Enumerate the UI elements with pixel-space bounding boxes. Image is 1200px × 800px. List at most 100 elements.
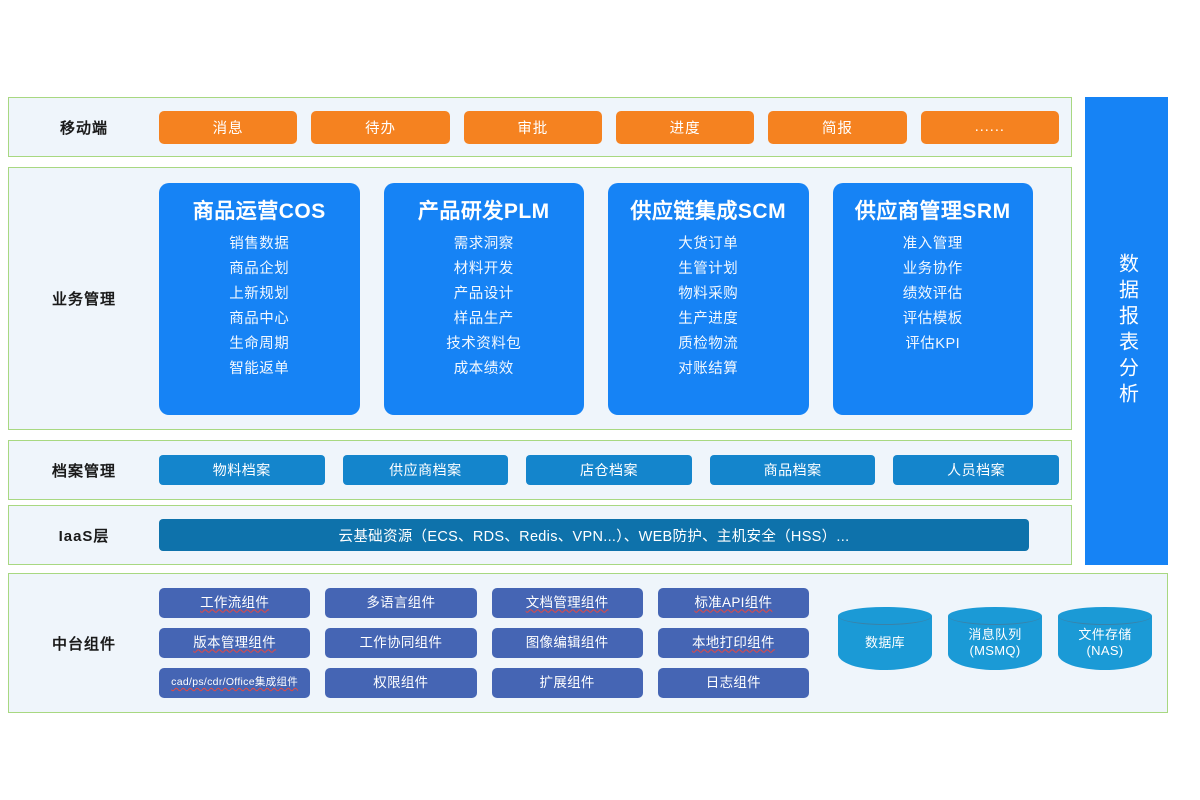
card-item[interactable]: 大货订单 <box>678 235 739 252</box>
card-item[interactable]: 准入管理 <box>902 235 963 252</box>
component-label: 工作协同组件 <box>359 634 443 650</box>
component-version-management[interactable]: 版本管理组件 <box>159 628 311 658</box>
card-item[interactable]: 产品设计 <box>453 285 514 302</box>
component-image-editing[interactable]: 图像编辑组件 <box>491 628 643 658</box>
cylinder-body <box>1058 616 1152 670</box>
component-label: 文档管理组件 <box>525 594 609 610</box>
card-title-scm: 供应链集成SCM <box>630 199 787 223</box>
card-item[interactable]: 评估模板 <box>902 310 963 327</box>
band-label-iaas: IaaS层 <box>58 527 110 545</box>
cylinder-label-line2: (NAS) <box>1086 643 1124 658</box>
cylinder-body <box>948 616 1042 670</box>
cylinder-label-line1: 数据库 <box>865 635 905 650</box>
cylinder-label-group: 消息队列 (MSMQ) <box>948 607 1042 679</box>
card-item[interactable]: 技术资料包 <box>446 335 522 352</box>
band-label-middle-platform-components: 中台组件 <box>51 635 116 653</box>
cylinder-label-line1: 文件存储 <box>1078 627 1132 642</box>
mobile-item-todo[interactable]: 待办 <box>311 110 450 144</box>
card-item[interactable]: 材料开发 <box>453 260 514 277</box>
component-office-integration[interactable]: cad/ps/cdr/Office集成组件 <box>159 668 311 698</box>
band-business-management: 业务管理 商品运营COS 销售数据 商品企划 上新规划 商品中心 生命周期 智能… <box>8 167 1072 430</box>
component-multilanguage[interactable]: 多语言组件 <box>325 588 477 618</box>
business-card-row: 商品运营COS 销售数据 商品企划 上新规划 商品中心 生命周期 智能返单 产品… <box>159 182 1071 415</box>
band-label-mobile: 移动端 <box>59 119 108 137</box>
card-title-srm: 供应商管理SRM <box>854 199 1011 223</box>
mobile-pill-row: 消息 待办 审批 进度 简报 ...... <box>159 110 1071 144</box>
band-iaas: IaaS层 云基础资源（ECS、RDS、Redis、VPN...）、WEB防护、… <box>8 505 1072 565</box>
mobile-item-message[interactable]: 消息 <box>159 110 298 144</box>
component-label: 图像编辑组件 <box>525 634 609 650</box>
band-archive-management: 档案管理 物料档案 供应商档案 店仓档案 商品档案 人员档案 <box>8 440 1072 500</box>
cylinder-label-line1: 消息队列 <box>968 627 1022 642</box>
component-label: 标准API组件 <box>694 594 773 610</box>
component-work-collaboration[interactable]: 工作协同组件 <box>325 628 477 658</box>
card-plm[interactable]: 产品研发PLM 需求洞察 材料开发 产品设计 样品生产 技术资料包 成本绩效 <box>383 182 584 415</box>
component-local-printing[interactable]: 本地打印组件 <box>657 628 809 658</box>
component-permission[interactable]: 权限组件 <box>325 668 477 698</box>
component-label: 日志组件 <box>705 674 761 690</box>
card-item[interactable]: 样品生产 <box>453 310 514 327</box>
band-body-mobile: 消息 待办 审批 进度 简报 ...... <box>159 98 1071 156</box>
component-label: 扩展组件 <box>539 674 595 690</box>
archive-item-product[interactable]: 商品档案 <box>709 455 876 485</box>
card-item[interactable]: 对账结算 <box>678 360 739 377</box>
card-title-cos: 商品运营COS <box>192 199 326 223</box>
database-cylinder-icon[interactable]: 数据库 <box>838 607 932 679</box>
band-label-archive-management: 档案管理 <box>51 462 116 480</box>
card-item[interactable]: 评估KPI <box>905 335 961 352</box>
archive-item-supplier[interactable]: 供应商档案 <box>342 455 509 485</box>
cylinder-body <box>838 616 932 670</box>
band-middle-platform-components: 中台组件 工作流组件 多语言组件 文档管理组件 标准API组件 版本管理组件 工… <box>8 573 1168 713</box>
card-item[interactable]: 质检物流 <box>678 335 739 352</box>
mobile-item-approval[interactable]: 审批 <box>463 110 602 144</box>
iaas-resource-bar[interactable]: 云基础资源（ECS、RDS、Redis、VPN...）、WEB防护、主机安全（H… <box>159 519 1029 551</box>
band-body-middle-platform-components: 工作流组件 多语言组件 文档管理组件 标准API组件 版本管理组件 工作协同组件… <box>159 574 1167 712</box>
panel-data-report-analysis[interactable]: 数据报表分析 <box>1085 97 1168 565</box>
card-item[interactable]: 商品中心 <box>229 310 290 327</box>
file-storage-cylinder-icon[interactable]: 文件存储 (NAS) <box>1058 607 1152 679</box>
message-queue-cylinder-icon[interactable]: 消息队列 (MSMQ) <box>948 607 1042 679</box>
cylinder-top <box>1058 607 1152 625</box>
component-label: 权限组件 <box>373 674 429 690</box>
archive-item-store-warehouse[interactable]: 店仓档案 <box>526 455 692 485</box>
component-label: 本地打印组件 <box>691 634 775 650</box>
mobile-item-progress[interactable]: 进度 <box>615 110 755 144</box>
cylinder-top <box>838 607 932 625</box>
card-item[interactable]: 需求洞察 <box>453 235 514 252</box>
component-document-management[interactable]: 文档管理组件 <box>491 588 643 618</box>
card-item[interactable]: 上新规划 <box>229 285 290 302</box>
component-extension[interactable]: 扩展组件 <box>491 668 643 698</box>
component-label: 版本管理组件 <box>193 634 277 650</box>
archive-item-personnel[interactable]: 人员档案 <box>893 455 1059 485</box>
component-grid: 工作流组件 多语言组件 文档管理组件 标准API组件 版本管理组件 工作协同组件… <box>159 588 809 698</box>
card-scm[interactable]: 供应链集成SCM 大货订单 生管计划 物料采购 生产进度 质检物流 对账结算 <box>608 182 809 415</box>
band-mobile: 移动端 消息 待办 审批 进度 简报 ...... <box>8 97 1072 157</box>
component-standard-api[interactable]: 标准API组件 <box>657 588 809 618</box>
component-label: 多语言组件 <box>366 594 436 610</box>
component-workflow[interactable]: 工作流组件 <box>159 588 311 618</box>
cylinder-label-group: 数据库 <box>838 607 932 679</box>
card-srm[interactable]: 供应商管理SRM 准入管理 业务协作 绩效评估 评估模板 评估KPI <box>832 182 1033 415</box>
card-item[interactable]: 成本绩效 <box>453 360 514 377</box>
card-item[interactable]: 生命周期 <box>229 335 290 352</box>
mobile-item-more[interactable]: ...... <box>920 110 1059 144</box>
card-item[interactable]: 销售数据 <box>229 235 290 252</box>
card-item[interactable]: 智能返单 <box>229 360 290 377</box>
cylinder-top <box>948 607 1042 625</box>
card-item[interactable]: 物料采购 <box>678 285 739 302</box>
component-label: 工作流组件 <box>200 594 270 610</box>
mobile-item-briefing[interactable]: 简报 <box>768 110 907 144</box>
band-body-archive-management: 物料档案 供应商档案 店仓档案 商品档案 人员档案 <box>159 441 1071 499</box>
card-item[interactable]: 业务协作 <box>902 260 963 277</box>
archive-item-material[interactable]: 物料档案 <box>159 455 325 485</box>
card-item[interactable]: 商品企划 <box>229 260 290 277</box>
card-item[interactable]: 生产进度 <box>678 310 739 327</box>
storage-cylinder-area: 数据库 消息队列 (MSMQ) <box>809 607 1153 679</box>
cylinder-label-group: 文件存储 (NAS) <box>1058 607 1152 679</box>
panel-data-report-analysis-label: 数据报表分析 <box>1115 253 1138 409</box>
card-item[interactable]: 生管计划 <box>678 260 739 277</box>
card-cos[interactable]: 商品运营COS 销售数据 商品企划 上新规划 商品中心 生命周期 智能返单 <box>159 182 360 415</box>
card-item[interactable]: 绩效评估 <box>902 285 963 302</box>
component-logging[interactable]: 日志组件 <box>657 668 809 698</box>
